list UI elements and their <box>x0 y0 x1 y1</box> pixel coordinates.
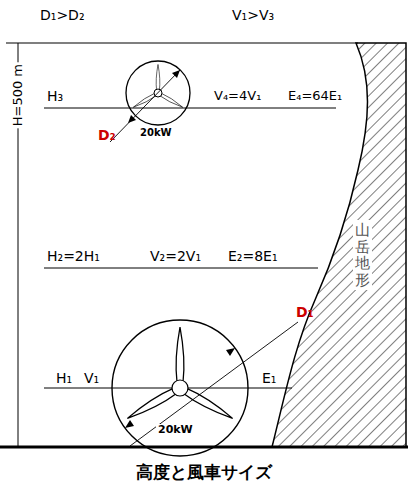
ratio-note: V₁>V₃ <box>232 8 274 23</box>
altitude-line <box>44 108 336 109</box>
altitude-label: H₁ <box>56 371 72 386</box>
height-dimension: H=500 m <box>11 62 25 128</box>
terrain-label: 山岳地形 <box>353 220 372 290</box>
ground-line <box>0 446 408 449</box>
altitude-label: H₃ <box>47 89 63 104</box>
large-wind-turbine <box>112 320 298 456</box>
energy-label: E₂=8E₁ <box>228 249 278 264</box>
ratio-note: D₁>D₂ <box>40 8 85 23</box>
mountain-terrain <box>272 43 406 447</box>
altitude-line <box>44 388 292 389</box>
wind-speed-label: V₁ <box>84 371 99 386</box>
wind-speed-label: V₂=2V₁ <box>150 249 201 264</box>
altitude-line <box>44 268 318 269</box>
figure-caption: 高度と風車サイズ <box>136 463 272 482</box>
energy-label: E₁ <box>262 371 276 386</box>
energy-label: E₄=64E₁ <box>288 89 342 103</box>
wind-speed-label: V₄=4V₁ <box>214 89 261 103</box>
height-top-line <box>6 42 358 43</box>
power-label: 20kW <box>156 424 195 436</box>
power-label: 20kW <box>138 127 174 138</box>
diameter-label: D₁ <box>296 305 314 320</box>
diameter-label: D₂ <box>98 128 116 143</box>
altitude-label: H₂=2H₁ <box>47 249 100 264</box>
small-wind-turbine <box>110 61 190 142</box>
